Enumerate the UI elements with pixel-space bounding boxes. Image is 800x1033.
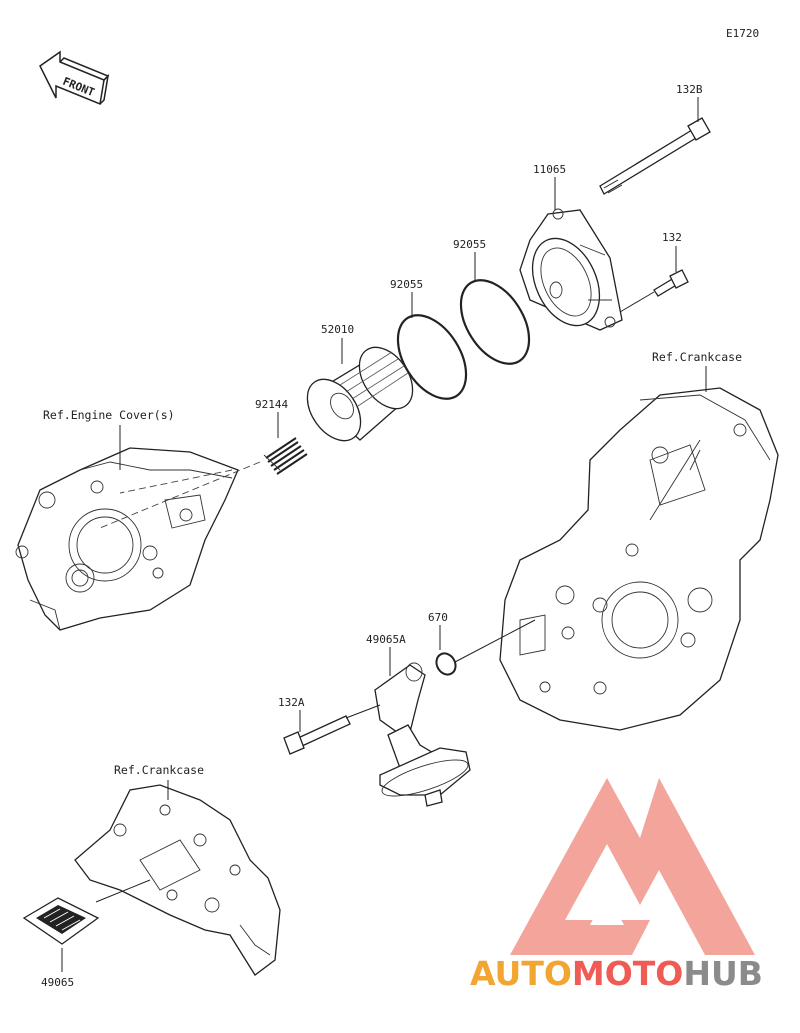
oil-strainer-49065a-illustration <box>374 662 471 807</box>
filter-cover-11065-illustration <box>519 208 623 331</box>
bolt-132-illustration <box>653 269 689 297</box>
front-arrow-icon: FRONT <box>39 50 110 106</box>
label-92144: 92144 <box>255 398 288 411</box>
spring-92144-illustration <box>263 437 308 475</box>
oil-screen-49065-illustration <box>22 897 100 945</box>
bolt-132b-illustration <box>599 117 711 195</box>
o-ring-670 <box>435 652 457 676</box>
label-92055-b: 92055 <box>453 238 486 251</box>
label-132a: 132A <box>278 696 305 709</box>
o-ring-92055-a <box>396 314 468 400</box>
label-92055-a: 92055 <box>390 278 423 291</box>
label-11065: 11065 <box>533 163 566 176</box>
oil-filter-52010-illustration <box>306 346 414 442</box>
label-52010: 52010 <box>321 323 354 336</box>
label-670: 670 <box>428 611 448 624</box>
diagram-code: E1720 <box>726 27 759 40</box>
ref-engine-cover-label: Ref.Engine Cover(s) <box>43 408 175 422</box>
label-132: 132 <box>662 231 682 244</box>
label-132b: 132B <box>676 83 703 96</box>
ref-crankcase-bottom-label: Ref.Crankcase <box>114 763 204 777</box>
label-49065a: 49065A <box>366 633 406 646</box>
ref-crankcase-top-label: Ref.Crankcase <box>652 350 742 364</box>
watermark-text: AUTOMOTOHUB <box>470 954 763 993</box>
label-49065: 49065 <box>41 976 74 989</box>
o-ring-92055-b <box>459 279 531 365</box>
lower-crankcase-illustration <box>74 784 281 976</box>
watermark-logo-icon <box>510 778 755 955</box>
crankcase-illustration <box>499 387 779 731</box>
bolt-132a-illustration <box>283 715 351 755</box>
